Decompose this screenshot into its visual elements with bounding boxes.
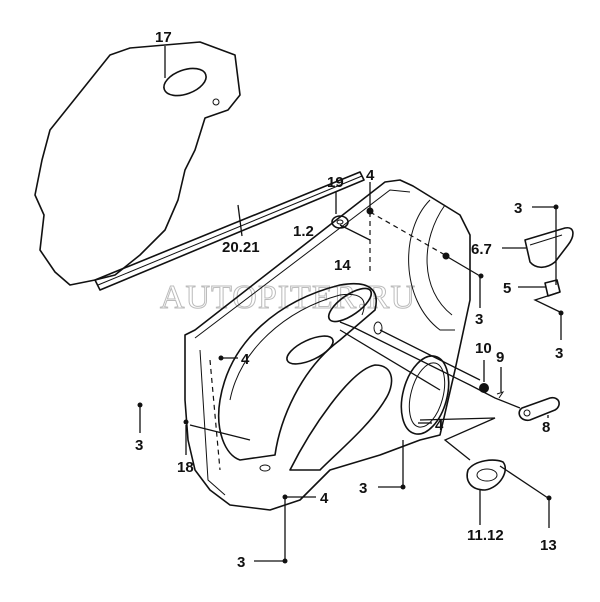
label-13: 13: [540, 537, 557, 554]
label-4-top: 4: [366, 167, 375, 184]
label-4-bottom: 4: [320, 490, 329, 507]
label-3-left: 3: [135, 437, 143, 454]
handle-clip: [544, 279, 561, 297]
label-4-left: 4: [241, 351, 250, 368]
door-trim-panel: [184, 179, 471, 511]
lock-knob-lever: [518, 396, 560, 422]
handle-bezel: [524, 226, 574, 269]
label-3-b: 3: [475, 311, 483, 328]
label-9: 9: [496, 349, 504, 366]
label-5: 5: [503, 280, 511, 297]
label-20-21: 20.21: [222, 239, 260, 256]
clip: [366, 207, 374, 215]
grommet: [331, 215, 349, 229]
label-8: 8: [542, 419, 550, 436]
label-3-a: 3: [514, 200, 522, 217]
label-3-c: 3: [555, 345, 563, 362]
plug: [479, 383, 489, 393]
label-3-low: 3: [237, 554, 245, 571]
sheet-opening: [163, 67, 207, 97]
label-1-2: 1.2: [293, 223, 314, 240]
sheet-hole: [212, 98, 220, 106]
label-19: 19: [327, 174, 344, 191]
label-10: 10: [475, 340, 492, 357]
label-11-12: 11.12: [467, 527, 504, 544]
speaker-grille: [400, 355, 450, 435]
label-4-mid: 4: [435, 417, 444, 434]
trim-clip-hole: [373, 321, 383, 335]
label-17: 17: [155, 29, 172, 46]
vapor-barrier-sheet: [34, 41, 241, 286]
label-14: 14: [334, 257, 351, 274]
weatherstrip: [94, 171, 365, 291]
label-18: 18: [177, 459, 194, 476]
label-6-7: 6.7: [471, 241, 492, 258]
label-3-bottom: 3: [359, 480, 367, 497]
watermark: AUTOPITER.RU: [160, 279, 416, 316]
inner-door-handle: [466, 459, 507, 491]
